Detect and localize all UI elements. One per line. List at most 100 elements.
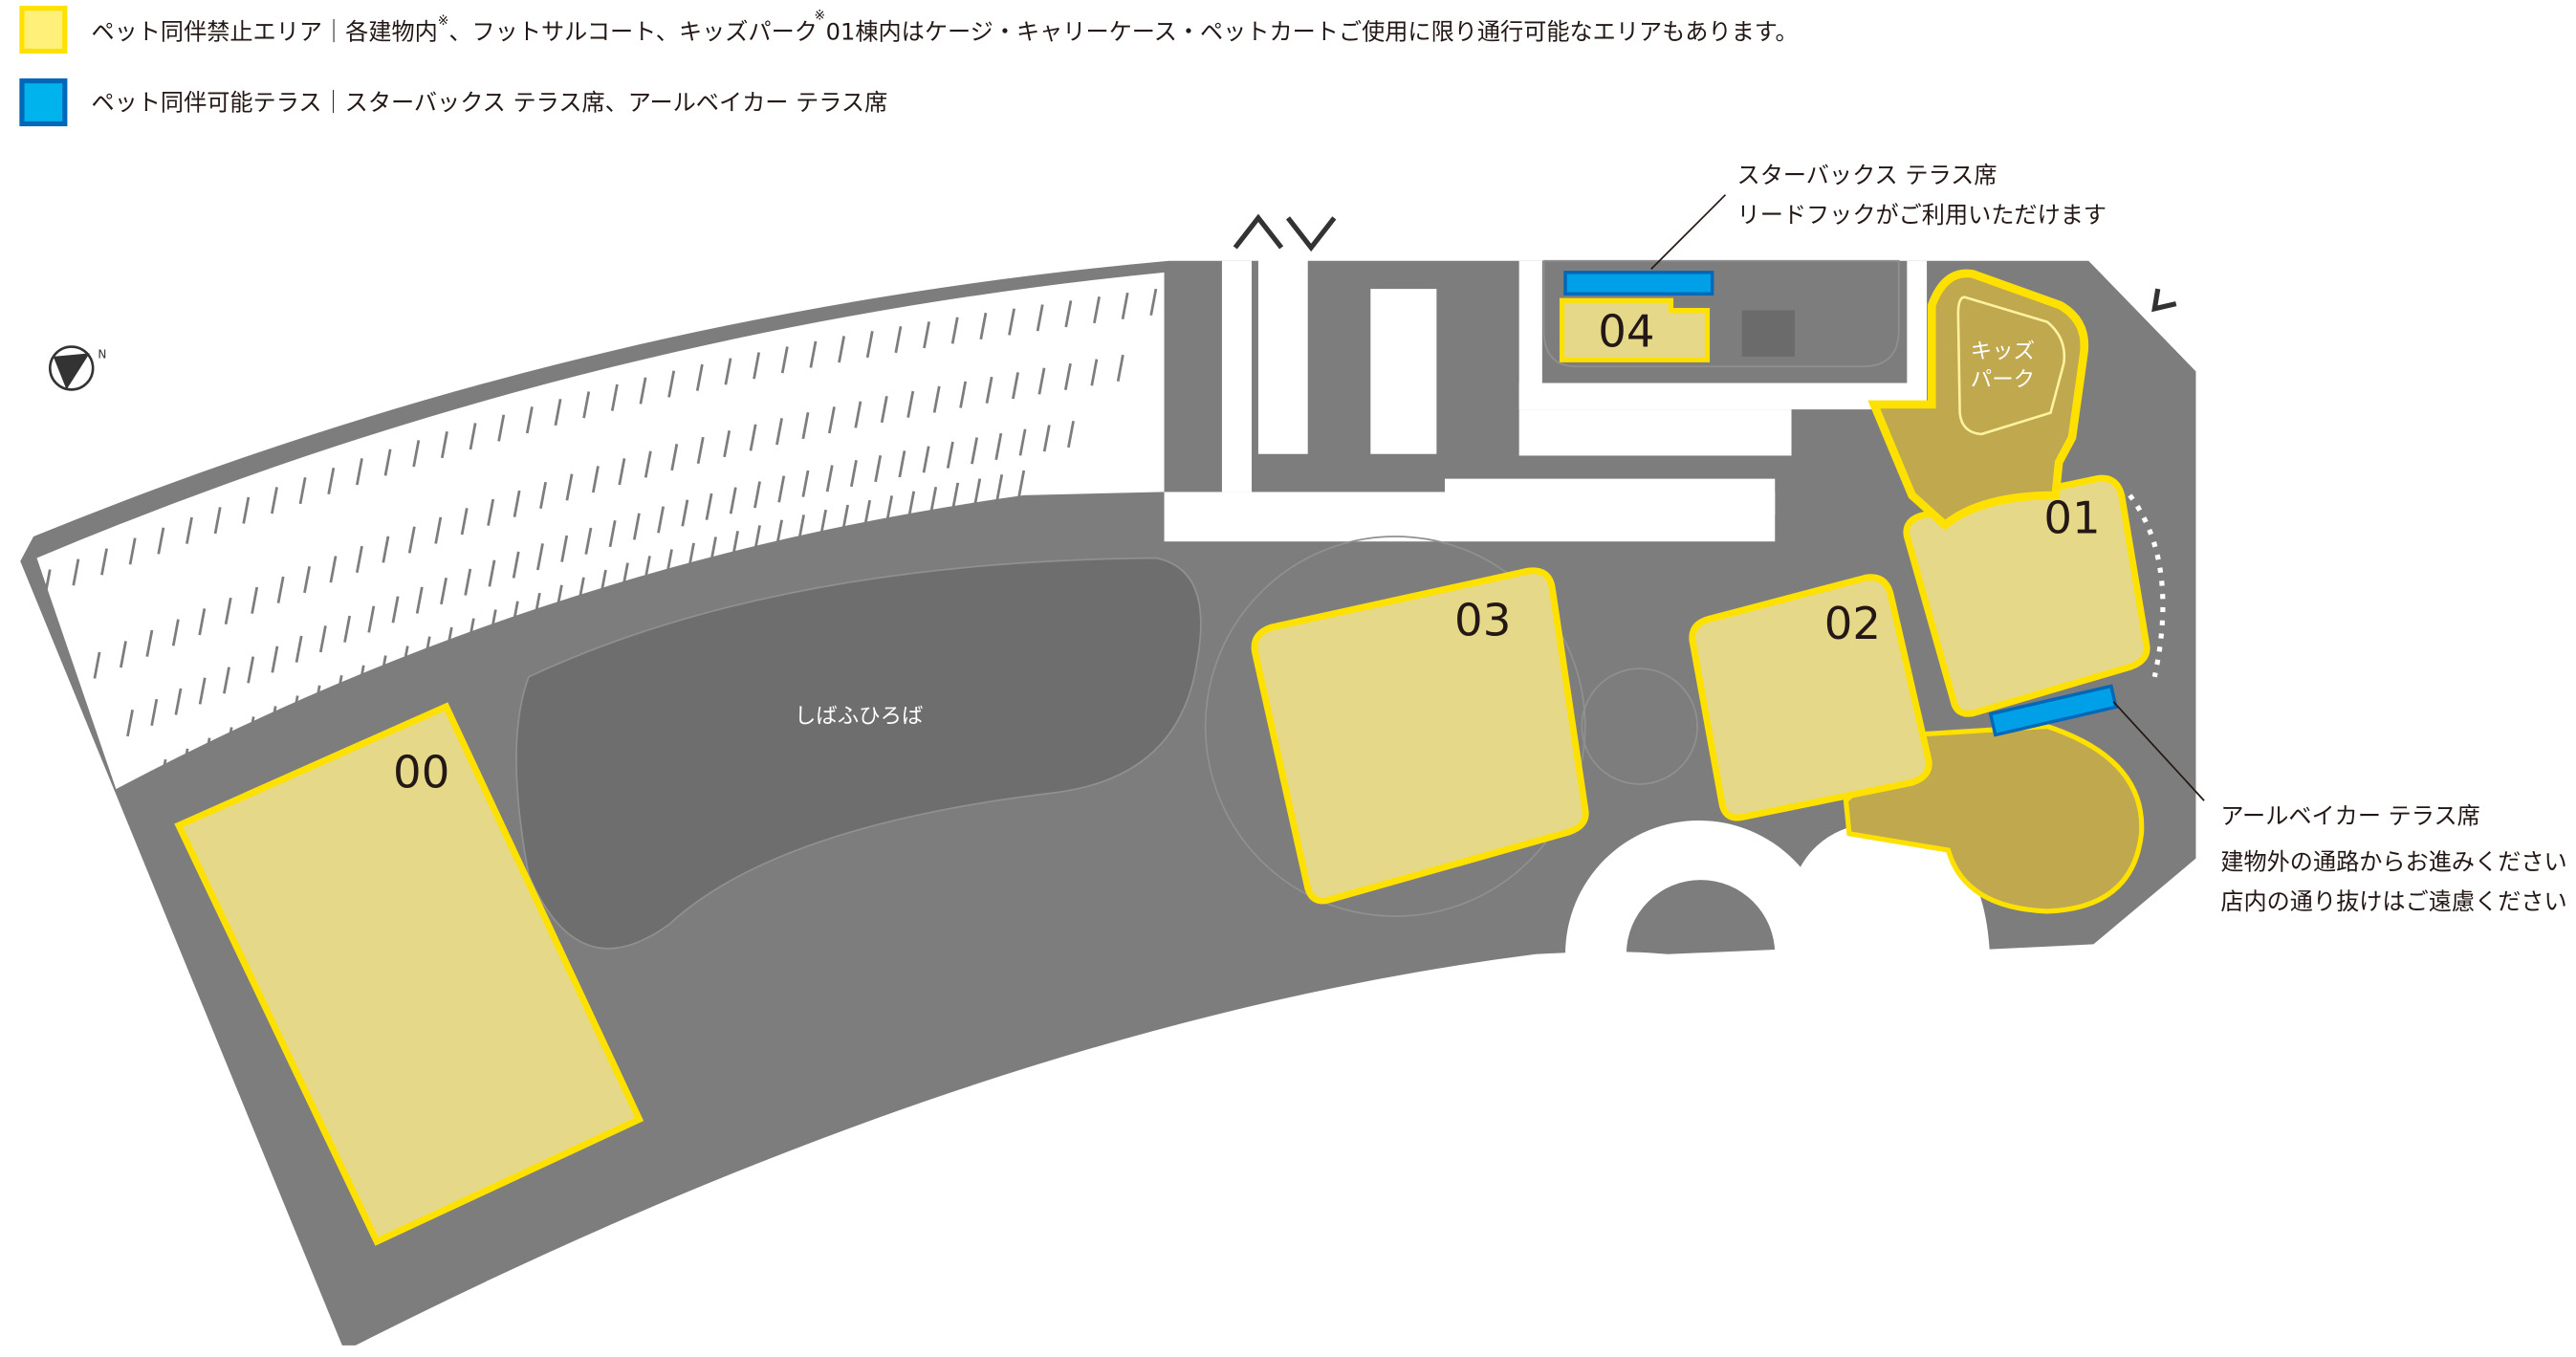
parking-stall-line	[775, 418, 783, 446]
parking-stall-line	[695, 363, 704, 391]
parking-stall-line	[488, 559, 496, 587]
starbucks-terrace-title: スターバックス テラス席	[1737, 163, 1997, 189]
arbeiker-terrace-note-2: 店内の通り抜けはご遠慮ください	[2220, 888, 2566, 915]
parking-stall-line	[412, 440, 421, 468]
parking-stall-line	[43, 569, 52, 597]
kids-park-label-2: パーク	[1971, 367, 2035, 392]
parking-stall-line	[357, 665, 365, 692]
parking-stall-line	[93, 651, 101, 679]
parking-stall-line	[157, 527, 165, 555]
parking-stall-line	[1093, 295, 1101, 324]
svg-text:N: N	[98, 348, 106, 361]
kids-park	[1867, 269, 2089, 531]
parking-stall-line	[298, 476, 307, 505]
parking-stall-line	[874, 454, 883, 483]
svg-text:※: ※	[815, 9, 826, 24]
parking-stall-line	[423, 636, 431, 664]
parking-stall-line	[610, 383, 619, 411]
parking-stall-line	[560, 535, 569, 562]
parking-stall-line	[971, 437, 979, 465]
parking-stall-line	[539, 481, 547, 510]
parking-stall-line	[382, 536, 390, 563]
building-00-label: 00	[393, 746, 449, 798]
lawn-area	[515, 557, 1202, 950]
parking-stall-line	[1012, 372, 1019, 400]
parking-stall-line	[644, 450, 652, 478]
parking-stall-line	[512, 551, 520, 579]
parking-stall-line	[819, 509, 827, 536]
parking-stall-line	[186, 516, 193, 544]
roundabout	[1565, 820, 1833, 954]
parking-stall-line	[801, 470, 810, 497]
parking-stall-line	[1090, 359, 1099, 386]
parking-stall-line	[865, 330, 874, 359]
legend: ペット同伴禁止エリア｜各建物内※、フットサルコート、キッズパーク ※ 01棟内は…	[19, 6, 1799, 127]
parking-stall-line	[533, 592, 541, 620]
parking-stall-line	[1149, 288, 1158, 316]
parking-stall-line	[723, 430, 731, 458]
parking-stall-line	[460, 508, 469, 536]
building-03-label: 03	[1454, 595, 1511, 646]
parking-stall-line	[979, 312, 988, 340]
parking-stall-line	[780, 346, 789, 374]
arbeiker-terrace-note-1: 建物外の通路からお進みください	[2220, 849, 2566, 876]
parking-stall-line	[932, 385, 941, 413]
parking-stall-line	[407, 526, 416, 554]
parking-stall-line	[327, 467, 336, 495]
parking-stall-line	[171, 619, 180, 646]
parking-stall-line	[335, 674, 343, 703]
building-03	[1251, 567, 1589, 905]
parking-stall-line	[343, 615, 352, 643]
parking-stall-line	[599, 569, 607, 597]
parking-stall-line	[582, 391, 591, 419]
building-04-label: 04	[1598, 306, 1654, 358]
parking-stall-line	[1037, 367, 1046, 395]
parking-stall-line	[797, 514, 805, 542]
parking-stall-line	[318, 625, 327, 653]
parking-stall-line	[119, 641, 127, 668]
entrance-marker-icon	[2151, 288, 2177, 313]
parking-stall-line	[391, 596, 400, 624]
parking-stall-line	[731, 531, 739, 558]
parking-stall-line	[355, 545, 363, 573]
parking-stall-line	[150, 698, 159, 726]
parking-stall-line	[894, 325, 903, 354]
compass-icon: N	[48, 345, 106, 391]
parking-stall-line	[1116, 354, 1124, 383]
parking-stall-line	[100, 548, 108, 576]
svg-text:ペット同伴禁止エリア｜各建物内※、フットサルコート、キッズパ: ペット同伴禁止エリア｜各建物内※、フットサルコート、キッズパーク	[91, 13, 817, 46]
parking-stall-line	[632, 513, 641, 540]
parking-stall-line	[247, 656, 255, 684]
parking-stall-line	[271, 487, 278, 514]
parking-stall-line	[863, 499, 872, 528]
building-01-label: 01	[2043, 492, 2100, 544]
parking-stall-line	[198, 677, 207, 705]
parking-stalls	[43, 288, 1158, 786]
parking-stall-line	[923, 321, 931, 349]
parking-stall-line	[705, 492, 713, 520]
parking-stall-line	[434, 516, 443, 544]
parking-stall-line	[922, 446, 930, 473]
parking-stall-line	[577, 577, 585, 604]
starbucks-terrace	[1563, 271, 1714, 296]
parking-stall-line	[467, 618, 475, 646]
parking-stall-line	[639, 377, 647, 405]
parking-stall-line	[224, 597, 232, 625]
parking-stall-line	[367, 605, 376, 633]
parking-stall-line	[1121, 292, 1129, 320]
starbucks-terrace-note: リードフックがご利用いただけます	[1737, 202, 2107, 229]
parking-stall-line	[1018, 428, 1027, 456]
parking-stall-line	[401, 646, 409, 673]
parking-stall-line	[709, 536, 717, 564]
parking-stall-line	[749, 424, 757, 451]
parking-stall-line	[145, 629, 154, 657]
parking-stall-line	[951, 482, 960, 510]
parking-stall-line	[513, 490, 521, 517]
parking-stall-line	[555, 584, 563, 612]
parking-stall-line	[906, 390, 915, 418]
walk-route-arrow	[2128, 493, 2166, 678]
parking-stall-line	[885, 495, 894, 523]
parking-stall-line	[222, 667, 230, 694]
parking-stall-line	[753, 481, 761, 509]
